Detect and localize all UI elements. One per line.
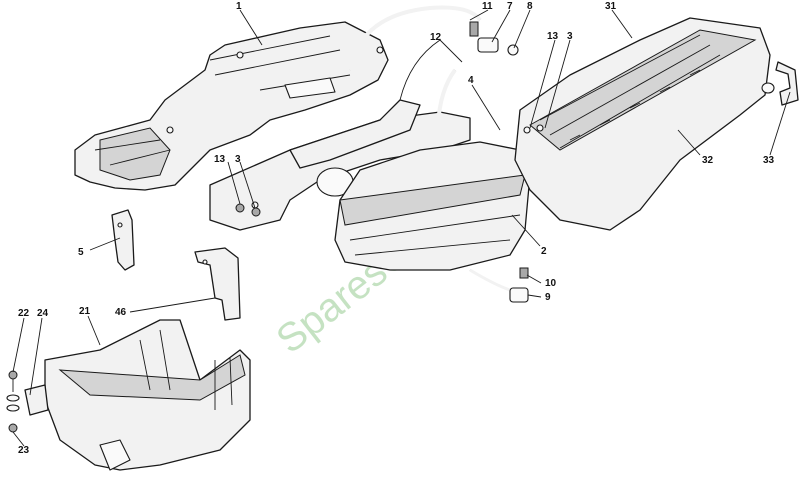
callout-31: 31 (605, 1, 617, 12)
callout-3-left: 3 (235, 154, 241, 165)
callout-3-right: 3 (567, 31, 573, 42)
part-5-bracket (111, 209, 135, 271)
callout-23: 23 (18, 445, 30, 456)
callout-12: 12 (430, 32, 442, 43)
callout-24: 24 (37, 308, 49, 319)
fasteners-22-23-24 (6, 370, 49, 433)
callout-4: 4 (468, 75, 474, 86)
part-1-frame (74, 21, 389, 191)
leader-lines (12, 9, 791, 447)
part-7-connector (469, 21, 519, 56)
callout-13-left: 13 (214, 154, 226, 165)
callout-32: 32 (702, 155, 714, 166)
fittings-9-10 (469, 267, 529, 303)
part-1-beam (209, 99, 471, 231)
part-32-duct (514, 17, 771, 231)
callout-9: 9 (545, 292, 551, 303)
callout-33: 33 (763, 155, 775, 166)
part-33-clip (761, 61, 799, 106)
callout-13-right: 13 (547, 31, 559, 42)
callout-1: 1 (236, 1, 242, 12)
part-2-housing (334, 39, 531, 271)
callout-8: 8 (527, 1, 533, 12)
callout-46: 46 (115, 307, 127, 318)
callout-5: 5 (78, 247, 84, 258)
callout-7: 7 (507, 1, 513, 12)
callout-11: 11 (482, 1, 493, 12)
callout-10: 10 (545, 278, 557, 289)
callout-22: 22 (18, 308, 30, 319)
callout-2: 2 (541, 246, 547, 257)
part-46-bracket (194, 247, 241, 321)
callout-labels: 1 11 7 8 12 4 13 3 31 32 33 2 10 9 13 3 … (18, 1, 775, 456)
part-21-skirt (44, 319, 251, 471)
callout-21: 21 (79, 306, 91, 317)
part-11-hose (348, 5, 482, 126)
